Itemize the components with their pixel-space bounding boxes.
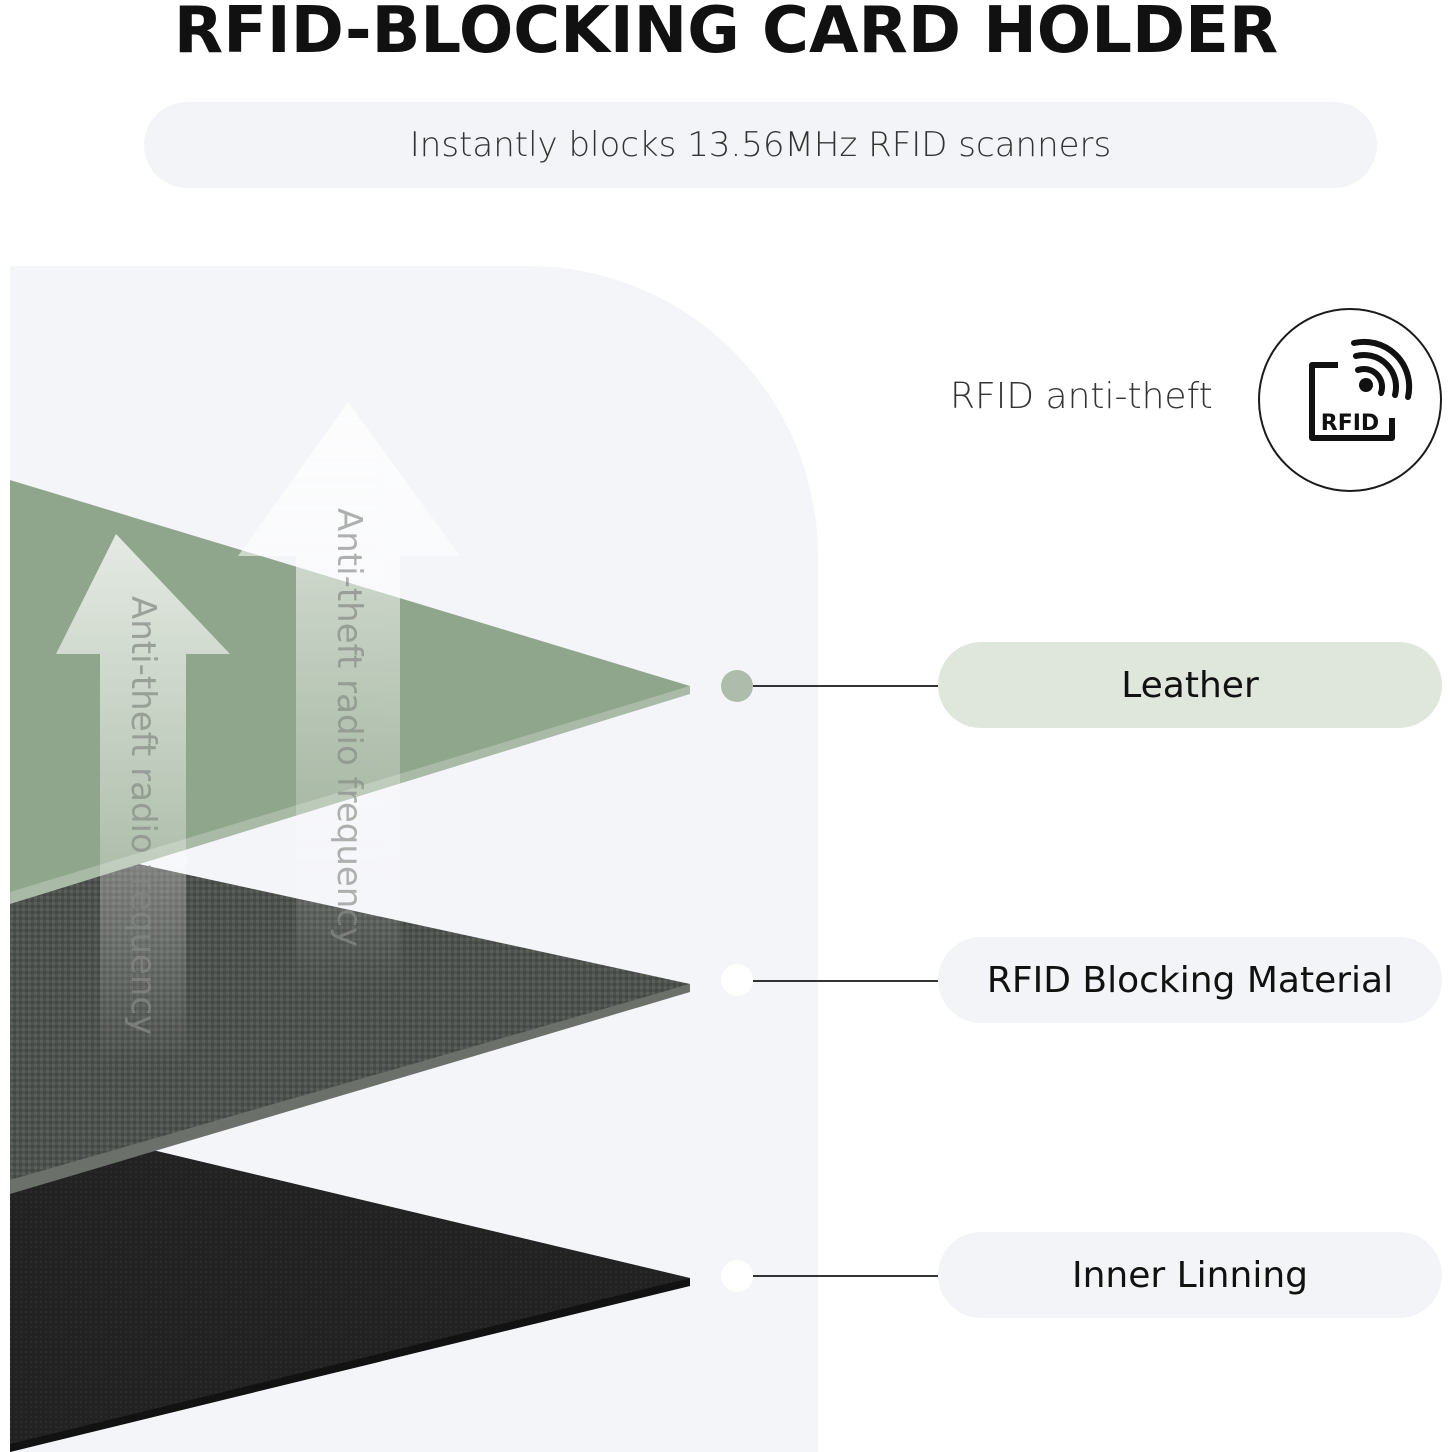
rfid-antitheft-label: RFID anti-theft [950,376,1213,417]
leather-connector-dot [721,670,753,702]
blocking-connector-dot [721,964,753,996]
rfid-badge: RFID [1258,308,1442,492]
material-layers-illustration: Anti-theft radio frequency Anti-theft ra… [10,402,690,1452]
radio-arrow-right: Anti-theft radio frequency [238,402,460,986]
radio-arrow-left-text: Anti-theft radio frequency [123,596,163,1035]
rfid-card-signal-icon: RFID [1309,338,1413,441]
lining-connector-dot [721,1260,753,1292]
blocking-label: RFID Blocking Material [986,959,1394,1001]
radio-arrow-left: Anti-theft radio frequency [56,534,230,1066]
layers-illustration-panel: Anti-theft radio frequency Anti-theft ra… [10,266,818,1452]
rfid-icon-text: RFID [1321,411,1379,436]
leather-label-pill: Leather [938,642,1442,728]
lining-label-pill: Inner Linning [938,1232,1442,1318]
blocking-connector-line [753,980,938,982]
lining-connector-line [753,1275,938,1277]
page-title: RFID-BLOCKING CARD HOLDER [173,0,1279,68]
leather-connector-line [753,685,938,687]
blocking-label-pill: RFID Blocking Material [938,937,1442,1023]
inner-lining-layer [10,1116,690,1452]
subtitle-text: Instantly blocks 13.56MHz RFID scanners [409,125,1112,165]
lining-label: Inner Linning [1071,1254,1308,1296]
leather-label: Leather [1121,664,1259,706]
subtitle-banner: Instantly blocks 13.56MHz RFID scanners [144,102,1377,188]
radio-arrow-right-text: Anti-theft radio frequency [329,508,369,947]
